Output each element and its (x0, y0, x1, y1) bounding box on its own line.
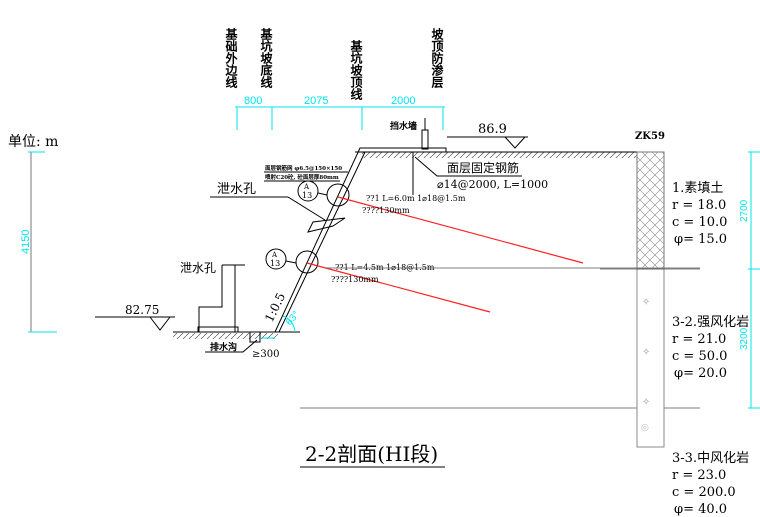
mesh-note-2: 喷射C20砼, 砼面层厚80mm (265, 173, 339, 181)
label-foundation-edge: 基础外边线 (224, 27, 238, 89)
detail-mark-top: A (271, 251, 278, 259)
svg-text:✧: ✧ (642, 397, 650, 408)
water-wall (421, 129, 429, 150)
dim-2000: 2000 (391, 95, 415, 107)
fix-rebar-spec: ⌀14@2000, L=1000 (437, 178, 548, 191)
unit-label: 单位: m (8, 134, 58, 150)
section-title: 2-2剖面(HI段) (305, 442, 438, 466)
left-dimension: 4150 (20, 151, 57, 333)
anchor-lower: A 13 ??1 L=4.5m 1⌀18@1.5m ????130mm (265, 248, 491, 313)
layer-3-2: 3-2.强风化岩 r = 21.0 c = 50.0 φ= 20.0 (672, 315, 749, 381)
layer-c: c = 10.0 (672, 215, 727, 230)
elevation-top-value: 86.9 (478, 122, 507, 137)
anchor-upper-hole: ????130mm (362, 206, 410, 215)
anchor-lower-hole: ????130mm (331, 275, 379, 284)
anchor-upper: A 13 ??1 L=6.0m 1⌀18@1.5m ????130mm (297, 180, 584, 264)
detail-mark-bottom: 13 (302, 191, 312, 200)
layer-r: r = 23.0 (672, 468, 726, 483)
dim-3200: 3200 (739, 327, 750, 350)
drain-hole-label-1: 泄水孔 (217, 182, 256, 197)
layer-name: 3-2.强风化岩 (672, 315, 749, 330)
elevation-bottom: 82.75 (95, 303, 175, 331)
drain-hole-label-2: 泄水孔 (180, 261, 216, 275)
layer-1: 1.素填土 r = 18.0 c = 10.0 φ= 15.0 (672, 181, 727, 247)
top-dimension: 800 2075 2000 (235, 95, 445, 130)
ditch-width-label: ≥300 (252, 349, 279, 360)
svg-text:◎: ◎ (641, 423, 649, 433)
borehole-column: ✧ ✧ ✧ ◎ (636, 151, 665, 448)
mesh-note-1: 面层钢筋网 φ6.5@150×150 (265, 164, 342, 172)
layer-name: 3-3.中风化岩 (672, 451, 749, 466)
svg-text:✧: ✧ (642, 297, 650, 308)
label-pit-bottom-line: 基坑坡底线 (259, 27, 273, 89)
label-pit-top-line: 基坑坡顶线 (349, 39, 363, 101)
slope-angle: 63° (284, 309, 302, 328)
layer-phi: φ= 20.0 (674, 366, 727, 381)
detail-mark-top: A (303, 183, 310, 191)
layer-r: r = 18.0 (672, 198, 726, 213)
layer-c: c = 200.0 (672, 485, 736, 500)
right-dimension: 2700 3200 (739, 151, 760, 409)
layer-name: 1.素填土 (672, 181, 723, 196)
water-wall-label: 挡水墙 (390, 120, 417, 132)
dim-4150: 4150 (20, 230, 32, 254)
anchor-lower-spec: ??1 L=4.5m 1⌀18@1.5m (335, 263, 435, 272)
borehole-label: ZK59 (635, 131, 665, 142)
layer-r: r = 21.0 (672, 332, 726, 347)
slope-face (278, 151, 366, 333)
label-seepage-layer: 坡顶防渗层 (430, 27, 444, 89)
elevation-top: 86.9 (447, 122, 528, 149)
fix-rebar-title: 面层固定钢筋 (447, 160, 519, 175)
layer-phi: φ= 15.0 (674, 232, 727, 247)
drain-ditch-label: 排水沟 (210, 341, 237, 353)
layer-phi: φ= 40.0 (674, 502, 727, 517)
anchor-upper-spec: ??1 L=6.0m 1⌀18@1.5m (366, 194, 466, 203)
layer-c: c = 50.0 (672, 349, 727, 364)
detail-mark-bottom: 13 (270, 259, 280, 268)
top-labels: 基础外边线 基坑坡底线 基坑坡顶线 坡顶防渗层 (224, 27, 444, 101)
dim-800: 800 (244, 95, 262, 107)
dim-2075: 2075 (304, 95, 328, 107)
dim-2700: 2700 (739, 199, 750, 222)
drain-hole-pipe (307, 217, 346, 233)
layer-3-3: 3-3.中风化岩 r = 23.0 c = 200.0 φ= 40.0 (672, 451, 749, 517)
elevation-bottom-value: 82.75 (125, 303, 159, 317)
svg-text:✧: ✧ (642, 347, 650, 358)
